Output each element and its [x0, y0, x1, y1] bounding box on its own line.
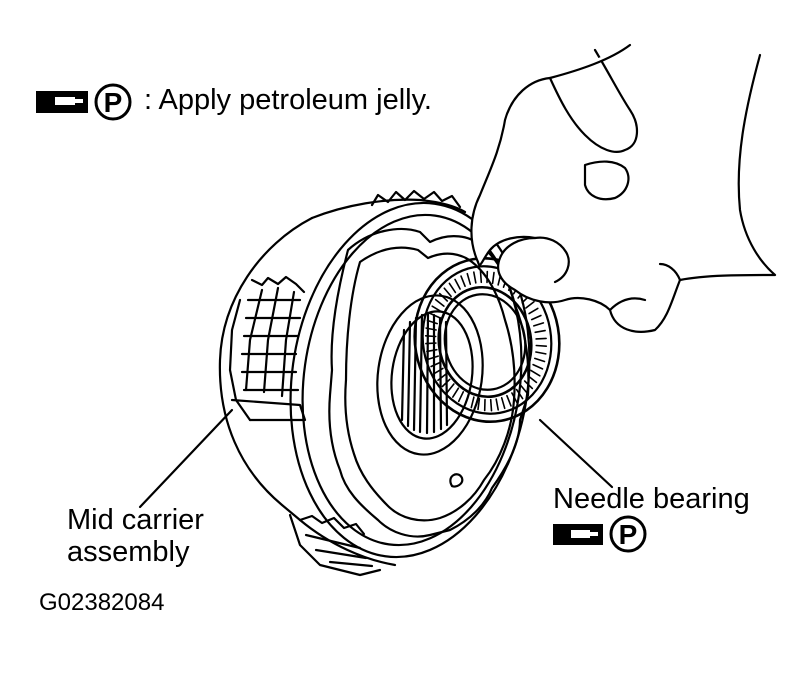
- needle-roller: [434, 368, 443, 373]
- petroleum-jelly-marker-icon: P: [611, 517, 645, 551]
- mid-carrier-leader-line: [140, 410, 232, 507]
- needle-roller: [467, 274, 470, 285]
- legend-text: : Apply petroleum jelly.: [144, 84, 432, 116]
- petroleum-jelly-marker-icon: P: [96, 85, 130, 119]
- needle-roller: [533, 365, 542, 369]
- needle-roller: [459, 392, 464, 402]
- needle-roller: [496, 399, 498, 410]
- needle-roller: [471, 397, 474, 408]
- needle-roller: [455, 279, 460, 289]
- needle-roller: [529, 308, 538, 313]
- needle-roller: [491, 400, 492, 411]
- needle-roller: [447, 384, 454, 392]
- mid-carrier-assembly: [220, 187, 552, 575]
- needle-roller: [532, 316, 541, 320]
- needle-roller: [453, 388, 459, 397]
- needle-bearing-label: Needle bearing: [553, 483, 750, 515]
- mid-carrier-label: Mid carrier assembly: [67, 504, 204, 568]
- hand: [471, 45, 775, 332]
- needle-roller: [526, 302, 534, 308]
- needle-roller: [534, 323, 544, 326]
- svg-text:P: P: [104, 87, 123, 118]
- needle-roller: [502, 398, 505, 409]
- needle-roller: [536, 346, 546, 347]
- needle-roller: [444, 288, 451, 296]
- needle-roller: [531, 370, 540, 375]
- needle-roller: [426, 336, 436, 337]
- needle-roller: [426, 343, 436, 344]
- svg-text:P: P: [619, 519, 638, 550]
- grease-gun-icon: [36, 91, 88, 113]
- needle-roller: [535, 331, 545, 333]
- grease-gun-icon: [553, 524, 603, 545]
- needle-roller: [536, 338, 546, 339]
- needle-roller: [449, 283, 455, 292]
- needle-roller: [436, 300, 444, 307]
- needle-roller: [493, 273, 494, 284]
- needle-roller: [461, 276, 465, 286]
- needle-roller: [507, 396, 511, 406]
- needle-roller: [536, 352, 546, 354]
- mid-carrier-label-line1: Mid carrier: [67, 504, 204, 536]
- needle-roller: [481, 271, 482, 282]
- needle-roller: [431, 362, 440, 366]
- needle-roller: [535, 358, 545, 361]
- needle-roller: [474, 272, 476, 283]
- mid-carrier-label-line2: assembly: [67, 536, 204, 568]
- needle-roller: [438, 374, 446, 380]
- needle-bearing-leader-line: [540, 420, 612, 487]
- figure-code: G02382084: [39, 589, 164, 617]
